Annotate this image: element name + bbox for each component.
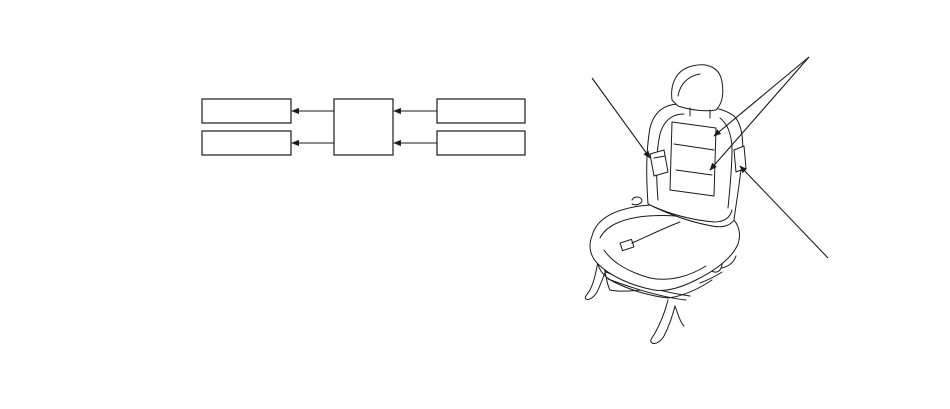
side-bolster-sensor — [733, 145, 747, 173]
seat-back-panel — [669, 121, 717, 197]
belt-latch — [631, 196, 643, 206]
block-diagram — [201, 98, 526, 156]
output-box-top — [201, 98, 292, 124]
side-airbag-module — [649, 149, 669, 177]
seat-callouts — [591, 56, 829, 259]
output-box-bottom — [201, 130, 292, 156]
seat-illustration — [584, 64, 747, 344]
input-box-top — [436, 98, 526, 124]
headrest — [671, 64, 724, 119]
callout-leader-left — [591, 77, 651, 159]
callout-leader-bottom-right — [739, 165, 829, 259]
center-unit-box — [333, 98, 394, 156]
callout-leader-top-right-a — [713, 56, 810, 137]
input-box-bottom — [436, 130, 526, 156]
callout-leader-top-right-b — [709, 56, 810, 171]
